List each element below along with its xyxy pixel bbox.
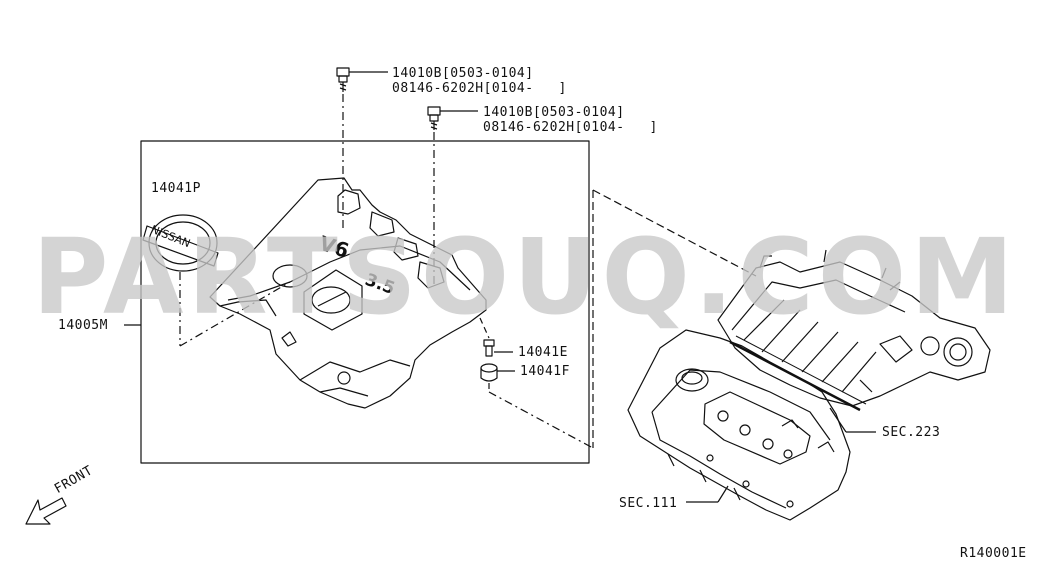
label-bolt-1-line-1[interactable]: 14010B[0503-0104]: [392, 66, 534, 81]
cover-frame: [140, 140, 590, 464]
intake-manifold[interactable]: [717, 249, 991, 412]
nissan-emblem[interactable]: [142, 214, 219, 272]
dash-to-head: [488, 391, 594, 449]
label-cover[interactable]: 14005M: [58, 318, 108, 333]
label-grommet[interactable]: 14041E: [518, 345, 568, 360]
label-bolt-1-line-2[interactable]: 08146-6202H[0104- ]: [392, 81, 567, 96]
label-insulator[interactable]: 14041F: [520, 364, 570, 379]
label-emblem[interactable]: 14041P: [151, 181, 201, 196]
leader-sec111-b: [717, 485, 729, 503]
front-arrow-icon: [25, 497, 67, 525]
dash-grommet: [479, 317, 490, 339]
watermark: PARTSOUQ.COM: [32, 216, 1018, 338]
reference-code: R140001E: [960, 546, 1027, 561]
insulator-14041F[interactable]: [480, 363, 498, 382]
grommet-14041E[interactable]: [483, 339, 495, 357]
label-bolt-2-line-2[interactable]: 08146-6202H[0104- ]: [483, 120, 658, 135]
label-bolt-2-line-1[interactable]: 14010B[0503-0104]: [483, 105, 625, 120]
bolt-2[interactable]: [427, 106, 441, 130]
bolt-1[interactable]: [336, 67, 350, 92]
label-sec-111[interactable]: SEC.111: [619, 496, 678, 511]
label-sec-223[interactable]: SEC.223: [882, 425, 941, 440]
cylinder-head[interactable]: [627, 329, 851, 521]
engine-cover[interactable]: [209, 177, 487, 409]
dash-emblem-2: [179, 281, 291, 347]
